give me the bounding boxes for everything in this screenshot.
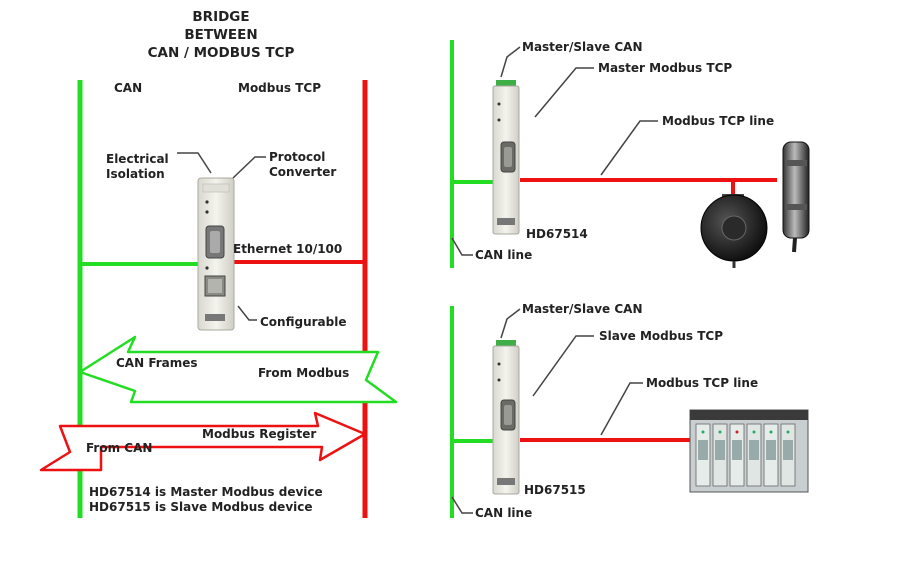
- encoder-device: [700, 194, 768, 268]
- top-modbus-line-callout: [600, 120, 658, 176]
- note-slave: HD67515 is Slave Modbus device: [89, 500, 313, 514]
- bottom-slave-modbus-label: Slave Modbus TCP: [599, 329, 723, 343]
- note-master: HD67514 is Master Modbus device: [89, 485, 323, 499]
- top-modbus-tcp-line-label: Modbus TCP line: [662, 114, 774, 128]
- modbus-bus-label: Modbus TCP: [238, 81, 321, 95]
- converter-callout-line: [232, 156, 266, 179]
- can-bus-label: CAN: [114, 81, 142, 95]
- top-master-modbus-label: Master Modbus TCP: [598, 61, 732, 75]
- bottom-modbus-tcp-line-label: Modbus TCP line: [646, 376, 758, 390]
- bottom-model-label: HD67515: [524, 483, 586, 497]
- title-line-2: BETWEEN: [184, 27, 257, 43]
- title-line-3: CAN / MODBUS TCP: [148, 45, 295, 61]
- configurable-callout-line: [237, 305, 257, 321]
- from-modbus-label: From Modbus: [258, 366, 349, 380]
- top-master-slave-callout: [500, 46, 521, 78]
- probe-device: [782, 141, 810, 253]
- bottom-modbus-line-callout: [600, 382, 643, 436]
- top-master-slave-can-label: Master/Slave CAN: [522, 40, 643, 54]
- bottom-slave-modbus-callout: [532, 335, 594, 397]
- top-can-line-label: CAN line: [475, 248, 532, 262]
- protocol-converter-label-2: Converter: [269, 165, 336, 179]
- hd67515-device: [492, 340, 520, 495]
- configurable-label: Configurable: [260, 315, 346, 329]
- can-frames-label: CAN Frames: [116, 356, 198, 370]
- bottom-master-slave-callout: [500, 308, 521, 339]
- electrical-isolation-label-1: Electrical: [106, 152, 169, 166]
- hd67514-device: [492, 80, 520, 235]
- modbus-register-label: Modbus Register: [202, 427, 316, 441]
- bottom-can-line-callout: [451, 496, 473, 514]
- bridge-device: [197, 177, 235, 331]
- bottom-can-line-label: CAN line: [475, 506, 532, 520]
- electrical-isolation-label-2: Isolation: [106, 167, 165, 181]
- top-model-label: HD67514: [526, 227, 588, 241]
- modbus-register-arrow: [39, 411, 367, 472]
- top-master-modbus-callout: [534, 67, 594, 118]
- top-can-line-callout: [451, 237, 473, 256]
- bottom-master-slave-can-label: Master/Slave CAN: [522, 302, 643, 316]
- protocol-converter-label-1: Protocol: [269, 150, 325, 164]
- title-line-1: BRIDGE: [192, 9, 249, 25]
- from-can-label: From CAN: [86, 441, 152, 455]
- isolation-callout-line: [177, 152, 212, 174]
- can-frames-arrow: [78, 335, 398, 404]
- plc-rack: [689, 409, 809, 493]
- ethernet-label: Ethernet 10/100: [233, 242, 342, 256]
